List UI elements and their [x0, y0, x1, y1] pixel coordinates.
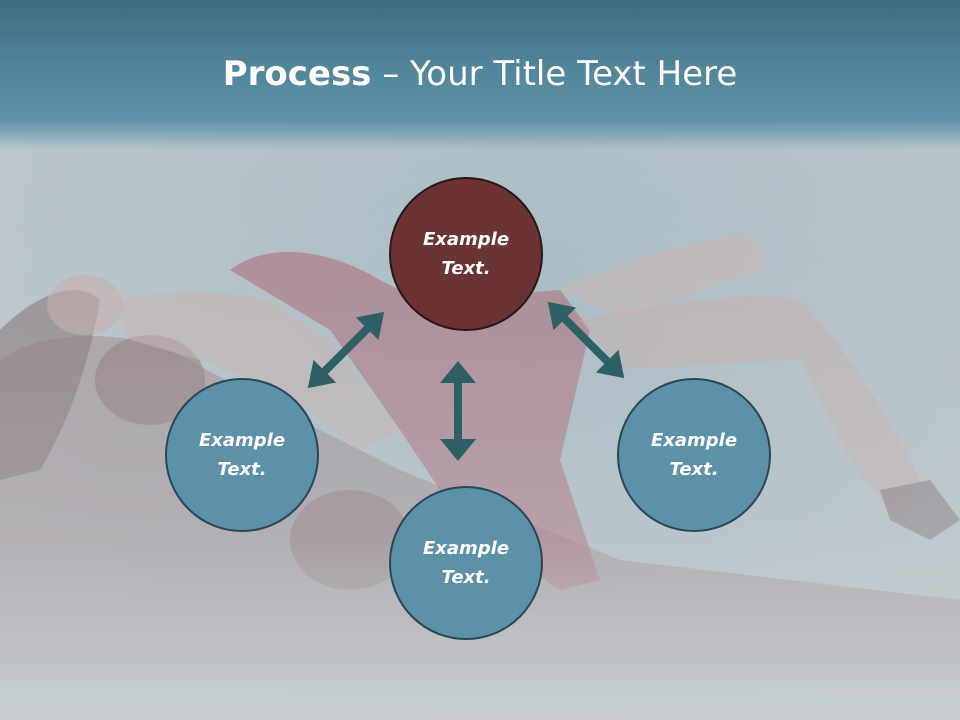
process-node-right: Example Text. — [617, 378, 771, 532]
process-node-bottom: Example Text. — [389, 486, 543, 640]
title-rest: – Your Title Text Here — [371, 54, 738, 94]
slide-title: Process – Your Title Text Here — [0, 52, 960, 96]
node-bottom-text: Example Text. — [422, 538, 510, 588]
node-right-text: Example Text. — [650, 430, 738, 480]
node-top-text: Example Text. — [422, 229, 510, 279]
arrow-top-right — [547, 301, 625, 379]
arrow-vertical — [440, 361, 476, 461]
process-node-top: Example Text. — [389, 177, 543, 331]
title-band — [0, 0, 960, 150]
process-node-left: Example Text. — [165, 378, 319, 532]
arrow-top-left — [307, 311, 385, 389]
title-bold: Process — [222, 54, 372, 94]
node-left-text: Example Text. — [198, 430, 286, 480]
